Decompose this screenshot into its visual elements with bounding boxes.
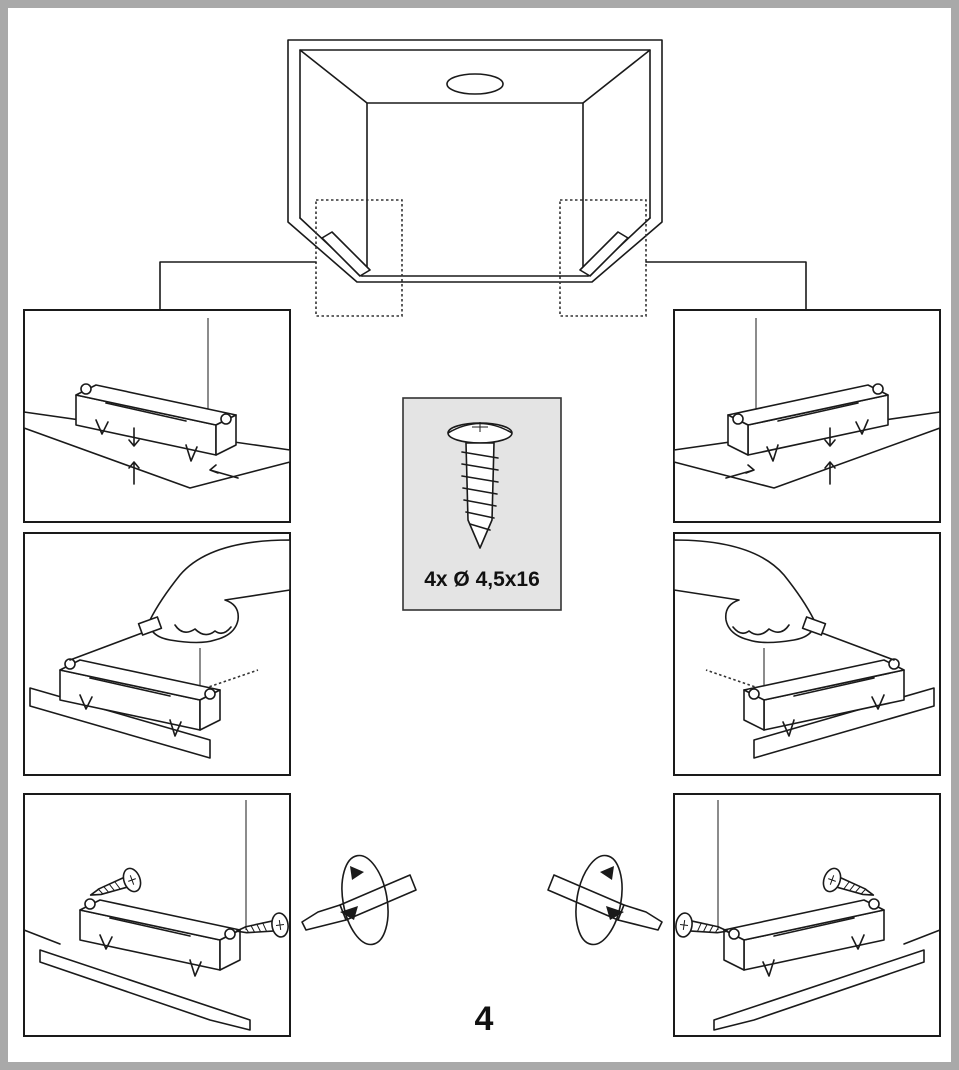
hand-with-screwdriver-icon	[69, 539, 291, 661]
right-detail-highlight	[559, 199, 647, 317]
cooker-hood-icon	[287, 39, 663, 283]
clockwise-rotation-arrow-icon	[575, 854, 624, 946]
right-step-panel-1	[673, 309, 941, 523]
right-screwdriver-icon	[547, 874, 663, 931]
screw-spec-label: 4x Ø 4,5x16	[424, 568, 540, 591]
screw-spec-box: 4x Ø 4,5x16	[402, 397, 562, 611]
step-number: 4	[475, 1000, 494, 1038]
clockwise-rotation-arrow-icon	[340, 854, 389, 946]
right-step-panel-2	[673, 532, 941, 776]
left-step-panel-1	[23, 309, 291, 523]
left-connector-line	[159, 261, 317, 311]
left-screwdriver-icon	[301, 874, 417, 931]
right-connector-line	[645, 261, 807, 311]
left-step-panel-2	[23, 532, 291, 776]
right-step-panel-3	[673, 793, 941, 1037]
hand-with-screwdriver-icon	[673, 539, 895, 661]
left-step-panel-3	[23, 793, 291, 1037]
left-detail-highlight	[315, 199, 403, 317]
pan-head-screw-icon	[447, 422, 513, 549]
